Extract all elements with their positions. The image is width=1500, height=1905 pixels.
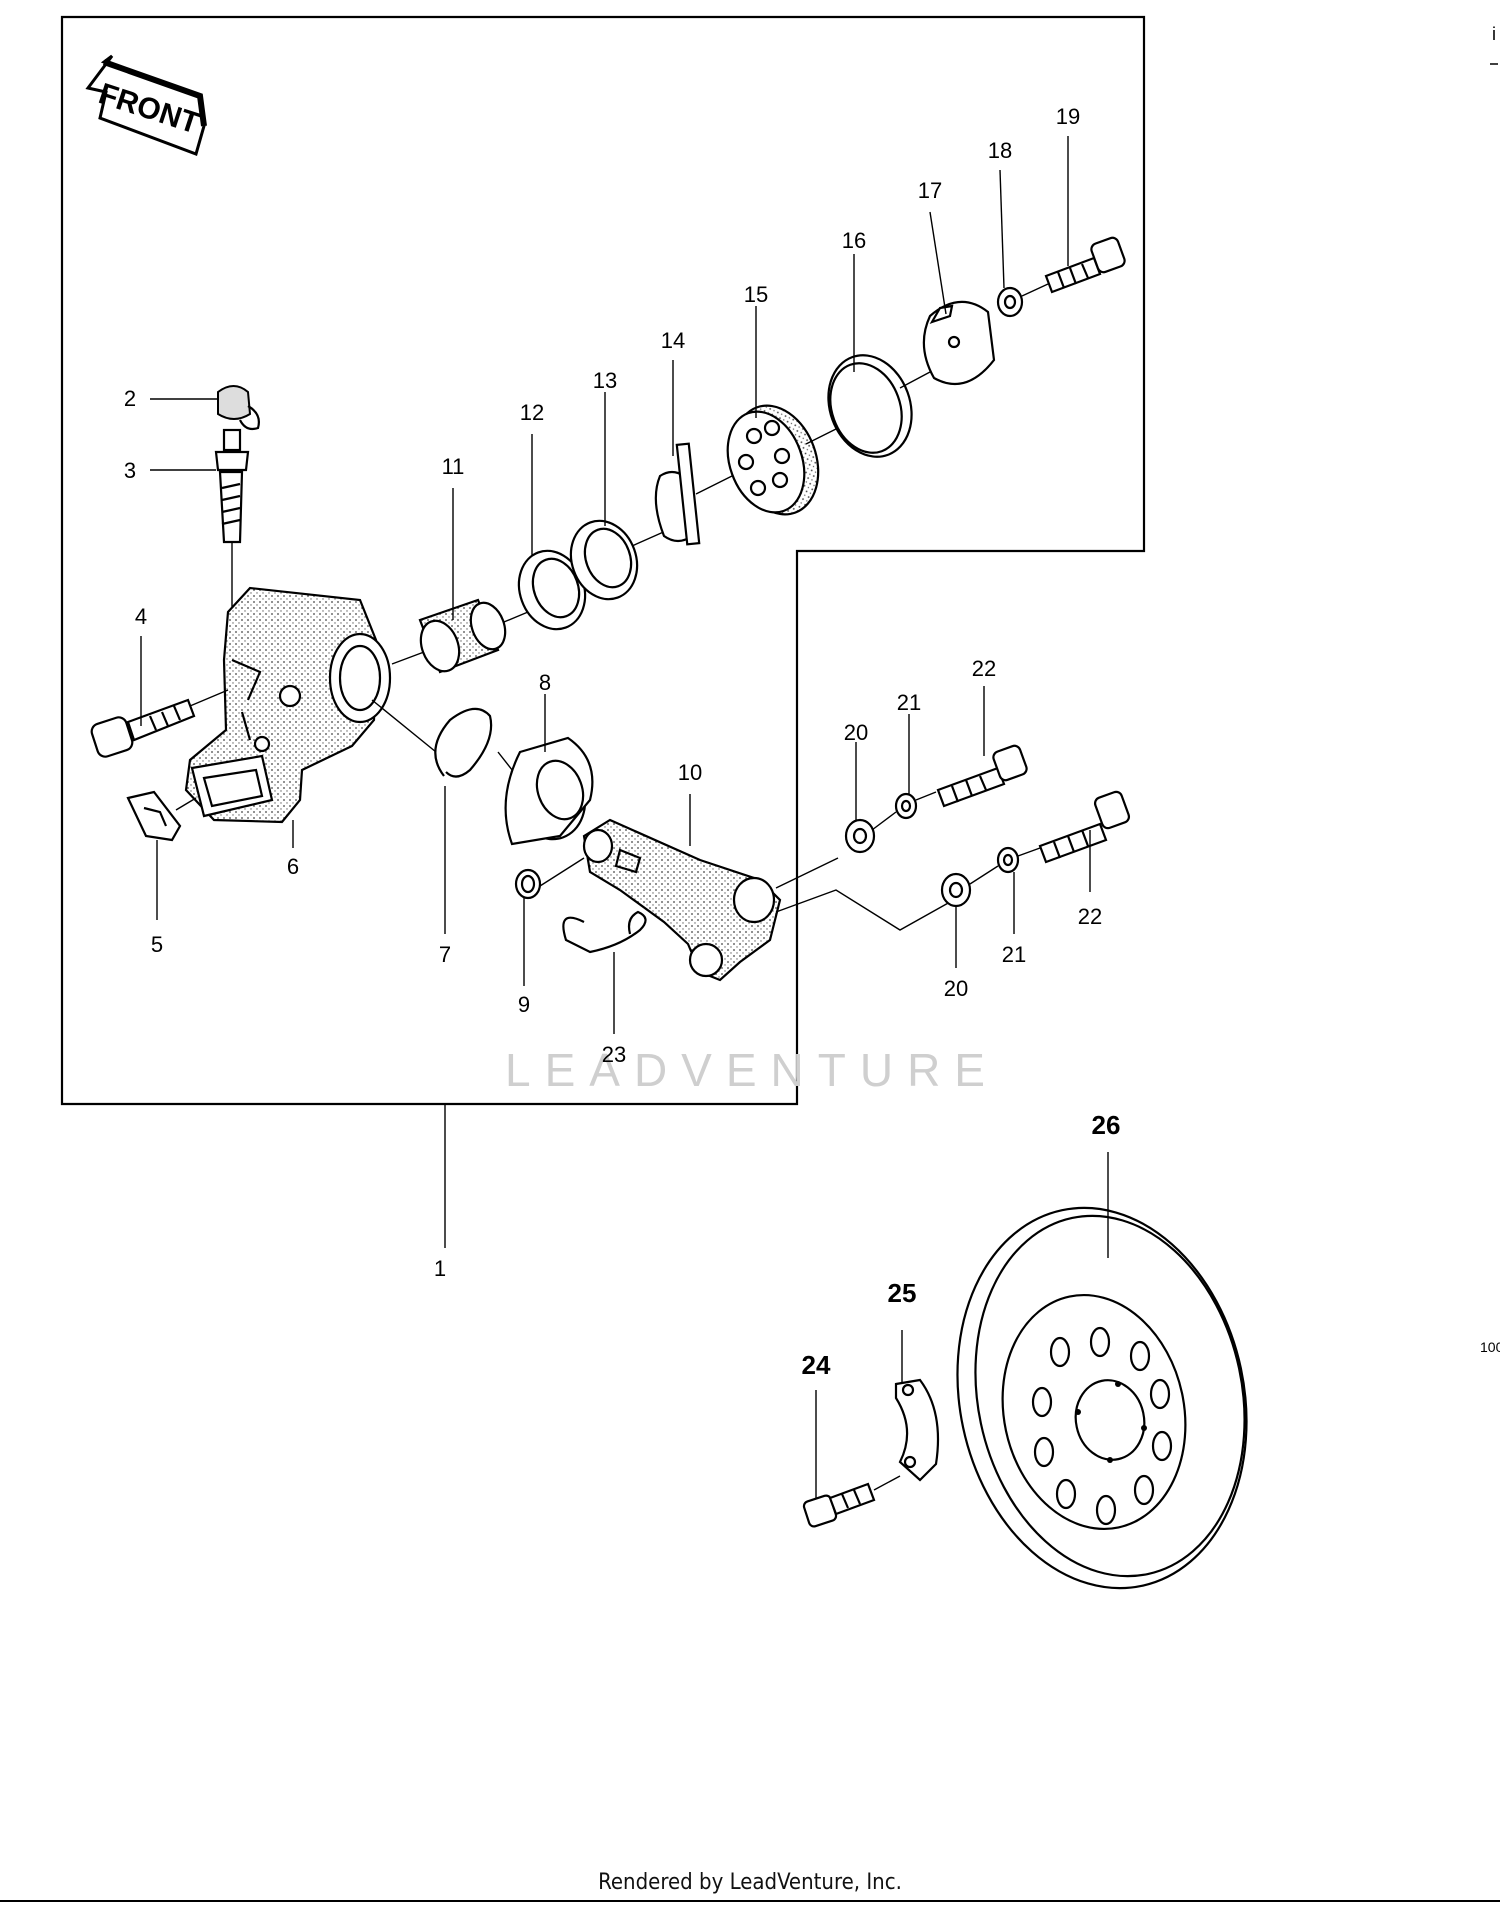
callout-7: 7 <box>439 942 451 967</box>
callout-3: 3 <box>124 458 136 483</box>
callout-17: 17 <box>918 178 942 203</box>
lock-plate <box>894 1378 940 1482</box>
callout-10: 10 <box>678 760 702 785</box>
callout-1: 1 <box>434 1256 446 1281</box>
callout-21-lower: 21 <box>1002 942 1026 967</box>
pad-shim <box>126 790 197 842</box>
washer-18 <box>996 283 1049 318</box>
callout-8: 8 <box>539 670 551 695</box>
bolt-22-upper <box>871 744 1028 831</box>
front-arrow: FRONT <box>85 54 207 156</box>
brake-pad-inner <box>726 404 839 516</box>
disc-bolt <box>802 1475 901 1528</box>
caliper-holder <box>539 818 951 982</box>
brake-disc <box>956 1206 1248 1590</box>
callout-18: 18 <box>988 138 1012 163</box>
callout-12: 12 <box>520 400 544 425</box>
bleeder-cap <box>217 385 260 431</box>
piston-seal <box>569 519 669 601</box>
footer-credit: Rendered by LeadVenture, Inc. <box>598 1870 902 1895</box>
callouts: 1 2 3 4 5 6 7 8 9 10 11 12 13 14 15 16 1… <box>124 104 1121 1380</box>
callout-13: 13 <box>593 368 617 393</box>
watermark: LEADVENTURE <box>505 1044 999 1096</box>
callout-11: 11 <box>442 454 465 479</box>
callout-26: 26 <box>1092 1110 1121 1140</box>
callout-20-upper: 20 <box>844 720 868 745</box>
callout-4: 4 <box>135 604 147 629</box>
callout-16: 16 <box>842 228 866 253</box>
callout-21-upper: 21 <box>897 690 921 715</box>
washer-20-upper <box>844 818 876 854</box>
callout-25: 25 <box>888 1278 917 1308</box>
callout-22-lower: 22 <box>1078 904 1102 929</box>
callout-5: 5 <box>151 932 163 957</box>
pad-shim-plate <box>654 442 737 546</box>
bolt-19 <box>1044 236 1126 294</box>
spring-clip <box>562 910 647 954</box>
footer-rule <box>0 1900 1500 1902</box>
washer-20-lower <box>940 872 972 908</box>
piston <box>391 598 529 674</box>
piston-boot <box>504 736 594 846</box>
callout-14: 14 <box>661 328 685 353</box>
callout-6: 6 <box>287 854 299 879</box>
callout-15: 15 <box>744 282 768 307</box>
callout-2: 2 <box>124 386 136 411</box>
caliper-bolt <box>90 689 229 758</box>
callout-24: 24 <box>802 1350 831 1380</box>
callout-leaders <box>140 136 1109 1498</box>
bleeder-valve <box>214 428 250 660</box>
lock-washer-21-lower <box>996 846 1020 874</box>
edge-mark-top: i <box>1492 24 1496 44</box>
circlip <box>371 699 521 781</box>
callout-19: 19 <box>1056 104 1080 129</box>
callout-22-upper: 22 <box>972 656 996 681</box>
edge-mark-right: 100 <box>1480 1339 1500 1355</box>
anti-rattle-plate <box>922 300 996 386</box>
lock-washer-21-upper <box>894 792 918 820</box>
bolt-22-lower <box>969 790 1131 885</box>
callout-23: 23 <box>602 1042 626 1067</box>
caliper-body <box>184 586 392 824</box>
o-ring <box>514 868 542 900</box>
brake-pad-outer <box>827 354 931 458</box>
callout-9: 9 <box>518 992 530 1017</box>
dust-seal <box>517 549 587 631</box>
assembly-boundary <box>60 15 1146 1106</box>
callout-20-lower: 20 <box>944 976 968 1001</box>
